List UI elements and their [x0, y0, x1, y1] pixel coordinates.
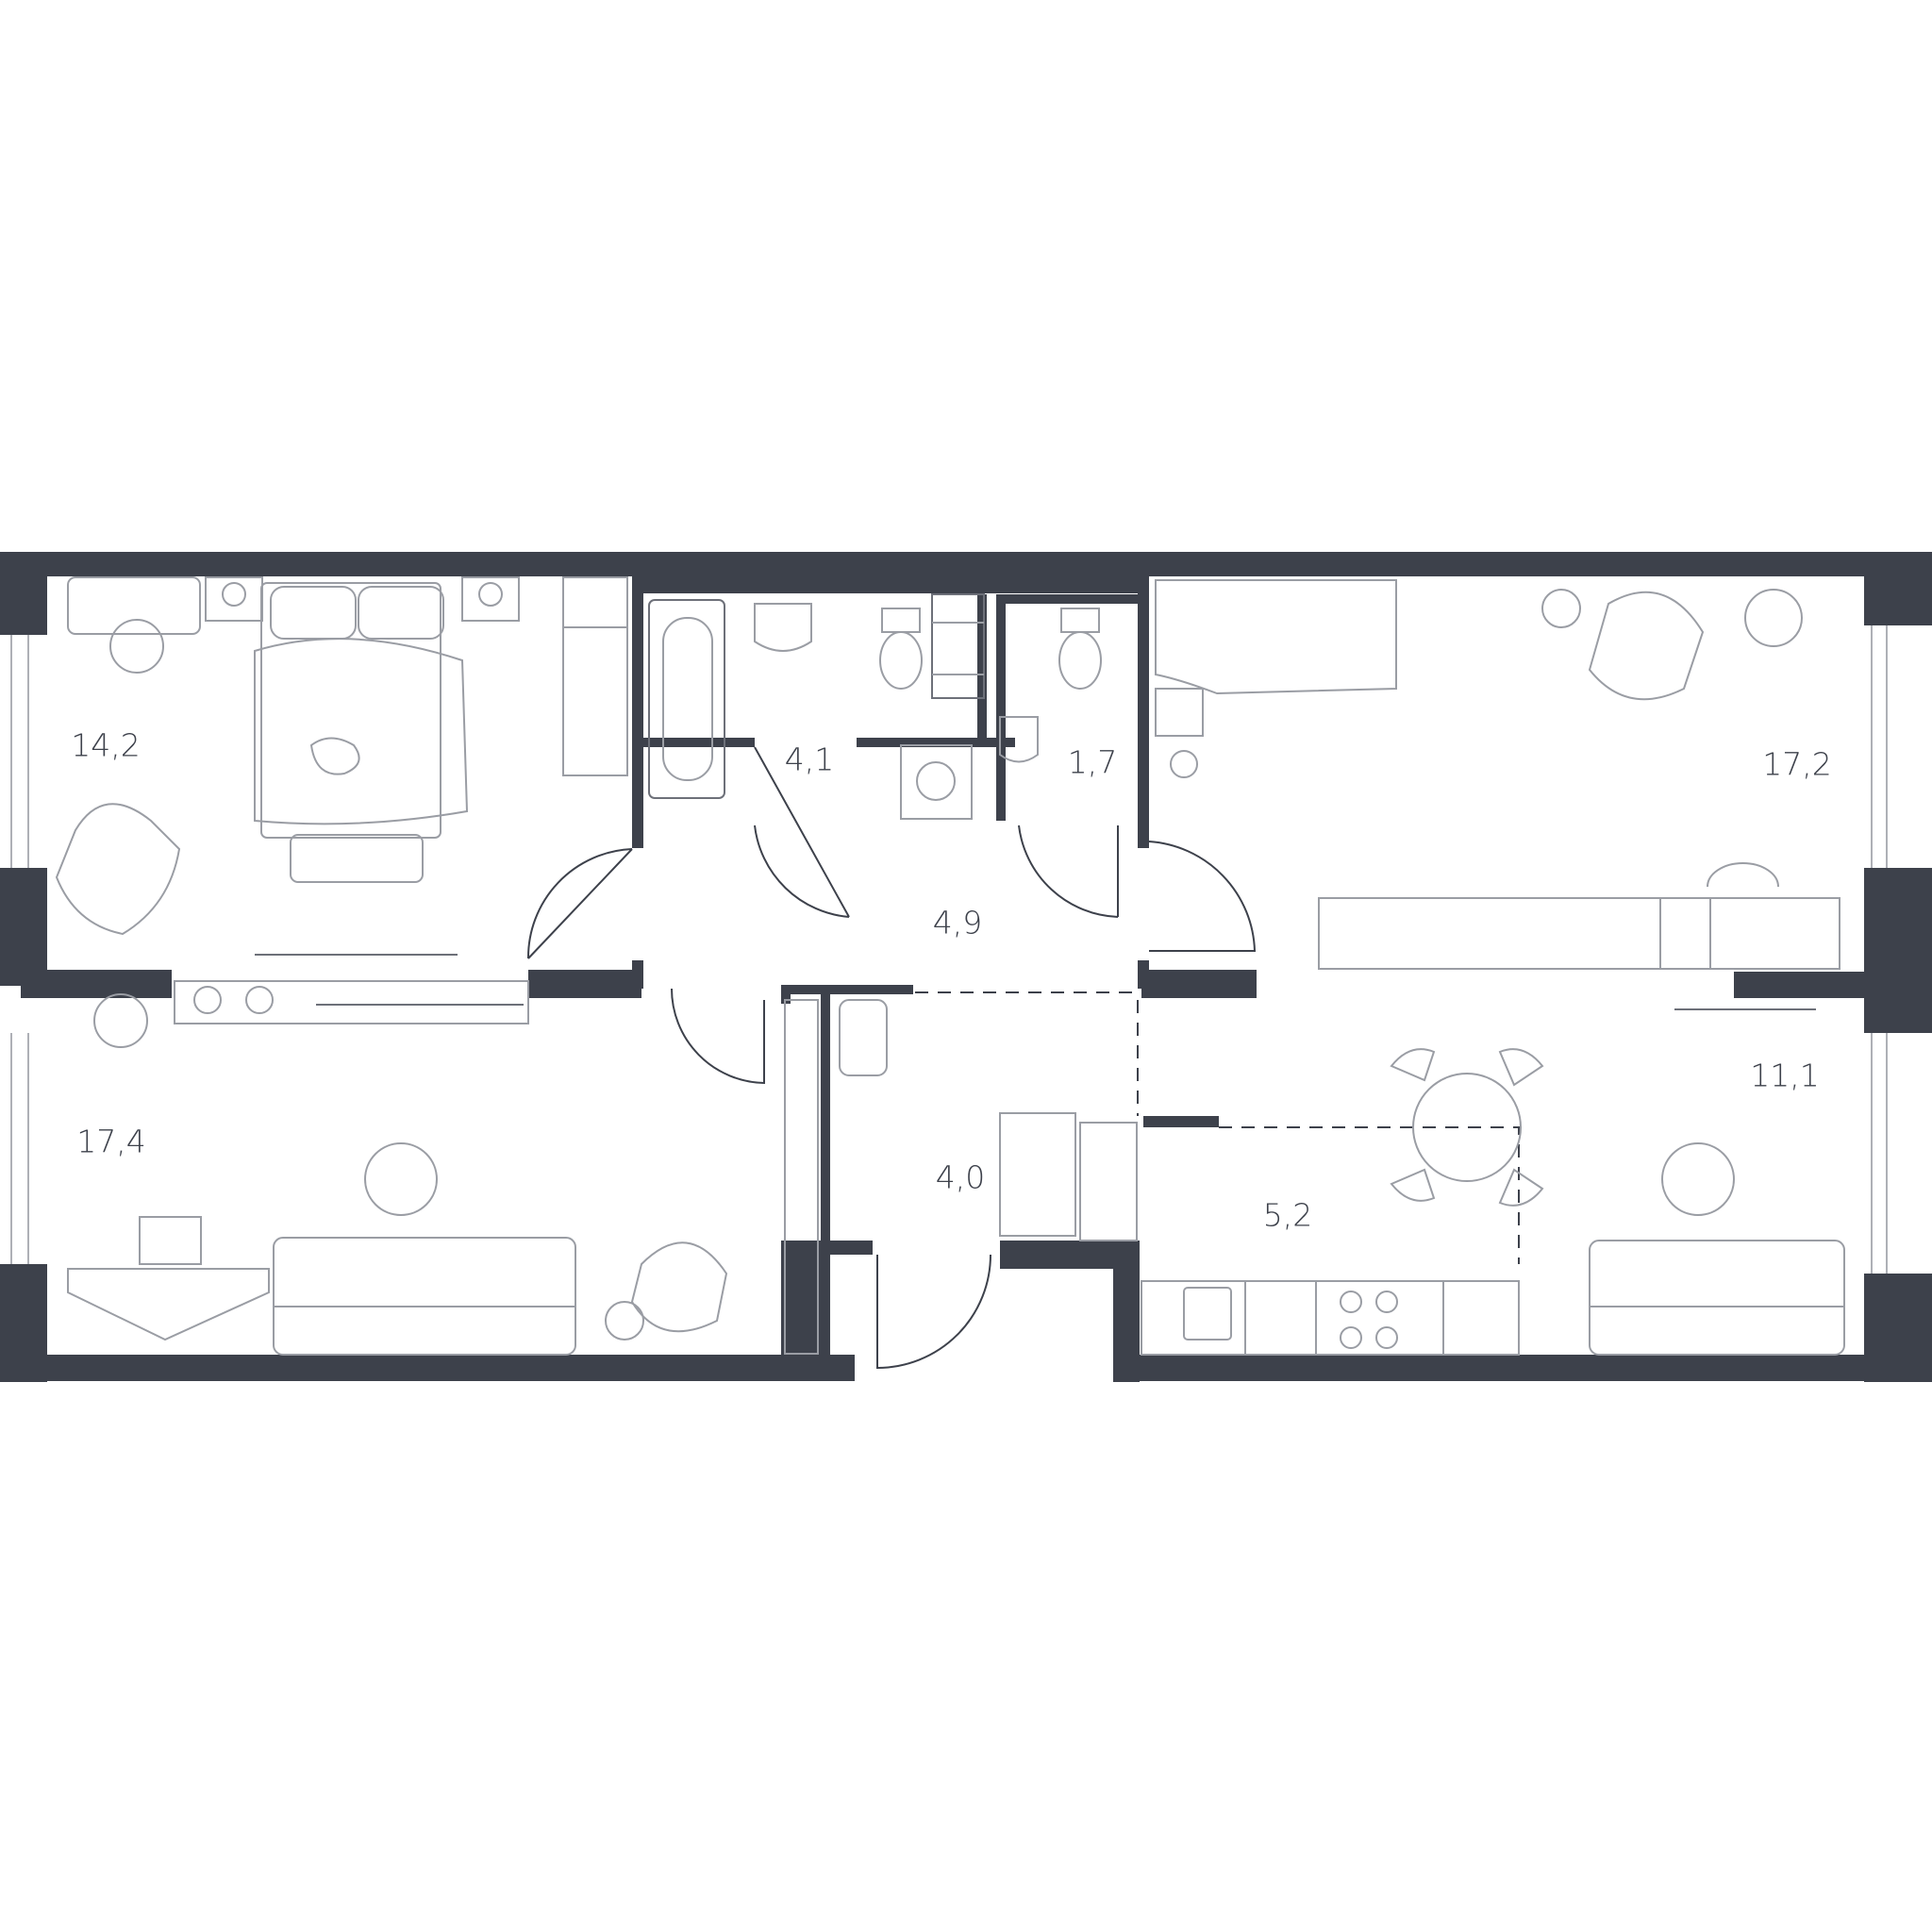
dining-table-icon: [1390, 1048, 1544, 1207]
walls: [0, 552, 1932, 1382]
computer-desk-icon: [67, 862, 1840, 1341]
sink-icon: [754, 603, 1039, 763]
bench-icon: [290, 834, 424, 883]
bed-icon: [254, 582, 469, 839]
room-area-bathroom: 4,1: [785, 741, 834, 778]
towel-rail-icon: [931, 593, 985, 699]
bathtub-icon: [648, 599, 725, 799]
toilet-icon: [879, 608, 1102, 690]
room-area-entrance-hall: 4,0: [936, 1159, 985, 1196]
stove-icon: [1340, 1291, 1398, 1349]
windows: [10, 625, 1888, 1274]
area-labels: 14,2 4,1 1,7 17,2 4,9 17,4 4,0 5,2 11,1: [71, 727, 1831, 1234]
shoe-rack-icon: [784, 999, 1138, 1355]
tv-icon: [255, 954, 1816, 1010]
room-area-kitchen-zone: 5,2: [1263, 1197, 1312, 1234]
desk-icon: [67, 576, 201, 674]
wardrobe-icon: [562, 576, 1711, 1237]
kitchen-sink-icon: [1183, 1287, 1232, 1341]
chair-icon: [605, 589, 1581, 1341]
armchair-icon: [55, 591, 1705, 1333]
room-area-living-room: 17,4: [76, 1124, 145, 1160]
room-area-dining-room: 11,1: [1750, 1058, 1819, 1094]
nightstand-icon: [205, 576, 520, 622]
sofa-icon: [273, 1237, 1845, 1356]
room-area-toilet: 1,7: [1068, 744, 1117, 781]
shelf-icon: [174, 980, 529, 1024]
washing-machine-icon: [900, 744, 973, 820]
room-area-bedroom-right: 17,2: [1762, 746, 1831, 783]
room-area-bedroom-left: 14,2: [71, 727, 140, 764]
coffee-table-icon: [364, 1142, 1735, 1216]
doors: [526, 746, 1520, 1370]
plant-icon: [93, 589, 1803, 1048]
room-area-corridor: 4,9: [933, 905, 982, 941]
bed-right-icon: [1155, 579, 1397, 737]
kitchen-counter-icon: [1141, 1280, 1520, 1356]
